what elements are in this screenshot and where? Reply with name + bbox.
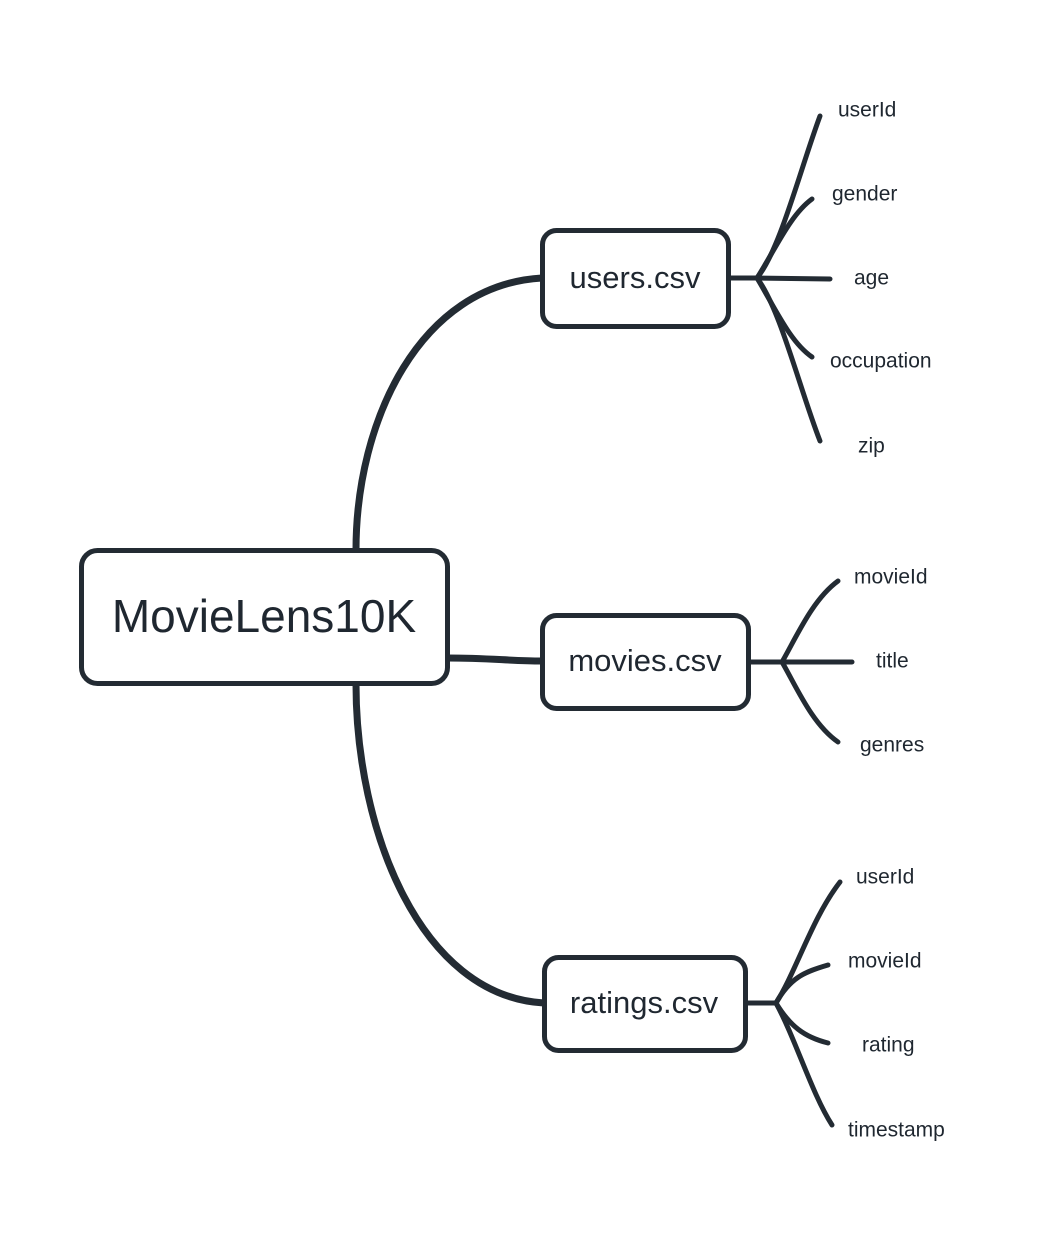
leaf-users-age: age: [854, 267, 889, 290]
leaf-users-occupation: occupation: [830, 350, 932, 373]
edge-root-to-users: [352, 274, 546, 554]
node-movies-csv-label: movies.csv: [568, 643, 722, 678]
trunk-edges: [352, 274, 548, 1007]
node-root-label: MovieLens10K: [112, 590, 417, 642]
leaf-ratings-timestamp: timestamp: [848, 1119, 945, 1142]
node-users-csv[interactable]: [540, 228, 731, 329]
branch-movies: movies.csv movieId title genres: [540, 566, 928, 757]
edge-root-to-ratings: [352, 680, 548, 1007]
edge-ratings-userid: [773, 879, 843, 1006]
leaf-ratings-movieid: movieId: [848, 950, 922, 973]
branch-users: users.csv userId gender age occupation z…: [540, 99, 932, 458]
branch-ratings: ratings.csv userId movieId rating timest…: [542, 866, 945, 1142]
leaf-users-zip: zip: [858, 435, 885, 458]
leaf-users-gender: gender: [832, 183, 897, 206]
edge-users-age: [754, 275, 833, 282]
edge-ratings-movieid: [773, 962, 831, 1006]
leaf-edges-ratings: [742, 879, 843, 1128]
node-movies-csv[interactable]: [540, 613, 751, 711]
leaf-ratings-rating: rating: [862, 1034, 915, 1057]
node-ratings-csv-label: ratings.csv: [570, 985, 719, 1020]
node-root[interactable]: [79, 548, 450, 686]
node-ratings-csv[interactable]: [542, 955, 748, 1053]
edge-movies-genres: [779, 659, 841, 745]
edge-root-to-movies: [443, 654, 546, 665]
leaf-movies-movieid: movieId: [854, 566, 928, 589]
root-node-group: MovieLens10K: [79, 548, 450, 686]
node-users-csv-label: users.csv: [570, 260, 701, 295]
edge-users-gender: [754, 196, 815, 281]
edge-users-zip: [754, 275, 823, 444]
leaf-movies-genres: genres: [860, 734, 924, 757]
edge-movies-movieid: [779, 578, 841, 665]
leaf-edges-users: [725, 113, 833, 444]
leaf-ratings-userid: userId: [856, 866, 914, 889]
leaf-movies-title: title: [876, 650, 909, 673]
edge-ratings-timestamp: [773, 1000, 835, 1128]
leaf-users-userid: userId: [838, 99, 896, 122]
leaf-edges-movies: [745, 578, 855, 745]
